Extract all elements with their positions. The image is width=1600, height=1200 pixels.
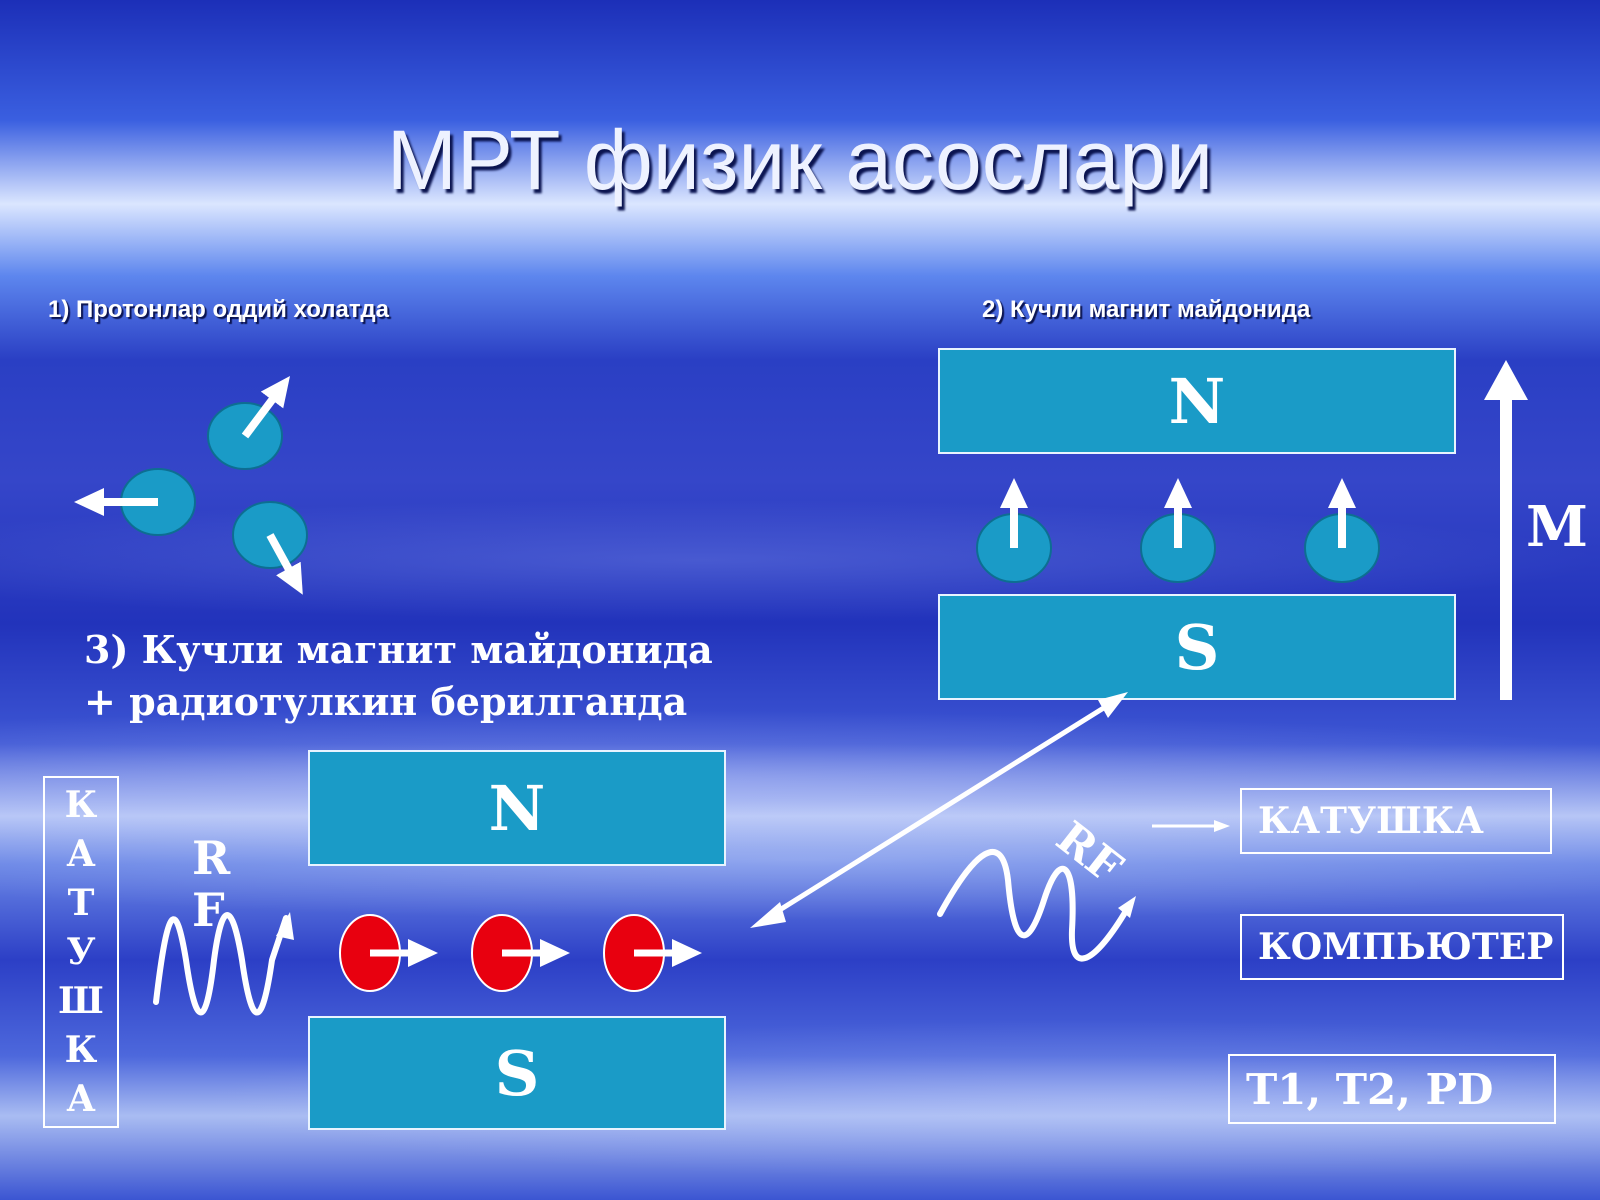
computer-box: КОМПЬЮТЕР <box>1240 914 1564 980</box>
aligned-proton <box>976 478 1052 583</box>
rf-wave-right-arrowhead <box>1118 896 1136 918</box>
step3-label: 3) Кучли магнит майдонида + радиотулкин … <box>84 627 713 724</box>
aligned-proton <box>1140 478 1216 583</box>
coil-letter: А <box>66 833 96 875</box>
excited-proton <box>603 914 702 992</box>
rf-wave-left-arrowhead <box>276 912 294 940</box>
slide-title: МРТ физик асослари <box>386 113 1214 207</box>
magnetization-arrow <box>1484 360 1528 700</box>
coil-letter: Т <box>67 882 95 924</box>
coil-letter: А <box>66 1078 96 1120</box>
coil-letter: Ш <box>58 980 104 1022</box>
random-proton <box>74 468 196 536</box>
coil-letter: У <box>66 931 96 973</box>
coil-box: КАТУШКА <box>1240 788 1552 854</box>
random-proton <box>232 501 308 595</box>
excited-proton <box>339 914 438 992</box>
rf-letter: R <box>192 831 231 885</box>
coil-vertical-label: К А Т У Ш К А <box>43 776 119 1128</box>
aligned-proton <box>1304 478 1380 583</box>
step2-label: 2) Кучли магнит майдонида <box>982 296 1311 323</box>
link-arrow <box>750 692 1128 928</box>
rf-left-label: R F <box>192 832 232 936</box>
magnetization-label: M <box>1526 494 1588 560</box>
rf-wave-left <box>153 912 289 1016</box>
coil-pointer-arrow <box>1152 820 1230 832</box>
rf-wave-right <box>937 848 1133 962</box>
top-north-magnet: N <box>938 348 1456 454</box>
coil-letter: К <box>64 784 98 826</box>
top-south-magnet: S <box>938 594 1456 700</box>
sequences-box: T1, T2, PD <box>1228 1054 1556 1124</box>
coil-letter: К <box>64 1029 98 1071</box>
step1-label: 1) Протонлар оддий холатда <box>48 296 389 323</box>
bottom-south-magnet: S <box>308 1016 726 1130</box>
excited-proton <box>471 914 570 992</box>
random-proton <box>207 376 290 470</box>
bottom-north-magnet: N <box>308 750 726 866</box>
